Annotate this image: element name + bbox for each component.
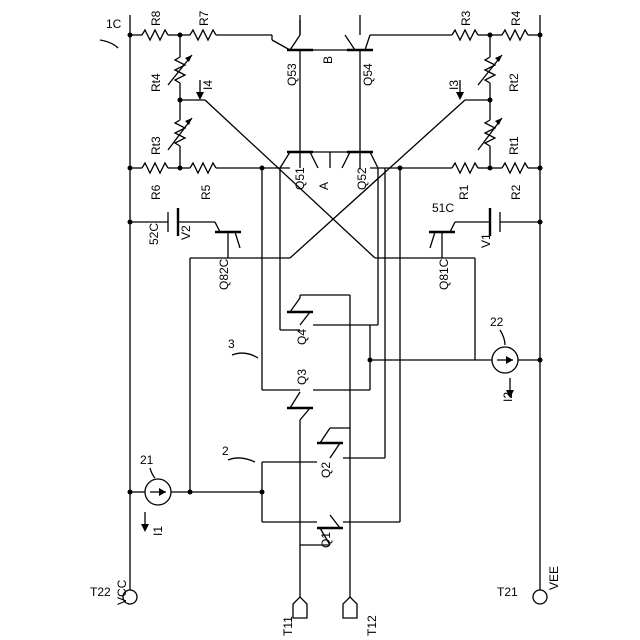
callout-1c: [100, 40, 118, 48]
resistor-r2: [490, 163, 540, 173]
label-21: 21: [140, 453, 154, 467]
label-52c: 52C: [147, 223, 161, 245]
label-q3: Q3: [295, 369, 309, 385]
current-source-21: [130, 479, 262, 505]
vcc-rail: [123, 15, 137, 604]
resistor-rt2: [478, 35, 502, 100]
resistor-r3: [370, 30, 490, 40]
terminal-t12[interactable]: [343, 597, 357, 618]
label-vcc: VCC: [115, 579, 129, 605]
label-r3: R3: [459, 10, 473, 26]
voltage-source-v1: [490, 208, 500, 236]
callout-22: [500, 330, 505, 345]
resistor-r1: [370, 163, 490, 173]
resistor-rt1: [478, 100, 502, 168]
voltage-source-v2: [168, 208, 178, 236]
arrow-i1: [141, 512, 149, 532]
label-v1: V1: [479, 233, 493, 248]
resistor-rt4: [168, 35, 192, 100]
label-r4: R4: [509, 10, 523, 26]
label-t11: T11: [281, 616, 295, 636]
label-q81c: Q81C: [437, 258, 451, 290]
transistor-q54: [345, 35, 373, 168]
label-vee: VEE: [547, 566, 561, 590]
transistor-q53: [272, 20, 313, 168]
resistor-r7: [180, 30, 272, 40]
label-r8: R8: [149, 10, 163, 26]
label-r1: R1: [457, 184, 471, 200]
transistor-q81c: [429, 222, 455, 258]
label-i1: I1: [151, 526, 165, 536]
label-i4: I4: [201, 80, 215, 90]
transistor-q82c: [215, 222, 241, 258]
label-1c: 1C: [106, 17, 122, 31]
label-q1: Q1: [319, 532, 333, 548]
label-rt4: Rt4: [149, 73, 163, 92]
callout-2: [228, 458, 255, 462]
label-i3: I3: [447, 80, 461, 90]
label-q52: Q52: [355, 167, 369, 190]
label-node-a: A: [317, 182, 331, 190]
label-v2: V2: [179, 225, 193, 240]
label-2: 2: [222, 444, 229, 458]
terminal-t11[interactable]: [293, 597, 307, 618]
label-r2: R2: [509, 184, 523, 200]
label-q82c: Q82C: [217, 258, 231, 290]
label-q2: Q2: [319, 462, 333, 478]
label-51c: 51C: [432, 201, 454, 215]
label-t21: T21: [497, 585, 518, 599]
resistor-r4: [490, 30, 540, 40]
callout-21: [150, 468, 155, 478]
label-q54: Q54: [361, 63, 375, 86]
current-source-22: [475, 347, 540, 373]
label-rt3: Rt3: [149, 136, 163, 155]
label-q51: Q51: [293, 167, 307, 190]
label-rt1: Rt1: [507, 136, 521, 155]
label-r6: R6: [149, 184, 163, 200]
label-r7: R7: [197, 10, 211, 26]
resistor-r6: [130, 163, 180, 173]
label-22: 22: [490, 315, 504, 329]
label-q53: Q53: [285, 63, 299, 86]
label-r5: R5: [199, 184, 213, 200]
transistor-q51: [280, 152, 318, 168]
transistor-q2: [262, 428, 385, 462]
cross-wire-left: [205, 100, 375, 258]
label-q4: Q4: [295, 329, 309, 345]
label-rt2: Rt2: [507, 73, 521, 92]
label-t22: T22: [90, 585, 111, 599]
label-i2: I2: [501, 392, 515, 402]
label-node-b: B: [321, 56, 335, 64]
callout-3: [232, 353, 258, 358]
transistor-q3: [262, 390, 370, 420]
label-3: 3: [228, 337, 235, 351]
transistor-q4: [280, 295, 378, 330]
resistor-rt3: [168, 100, 192, 168]
label-t12: T12: [365, 615, 379, 636]
resistor-r8: [130, 30, 180, 40]
vee-rail: [533, 15, 547, 604]
